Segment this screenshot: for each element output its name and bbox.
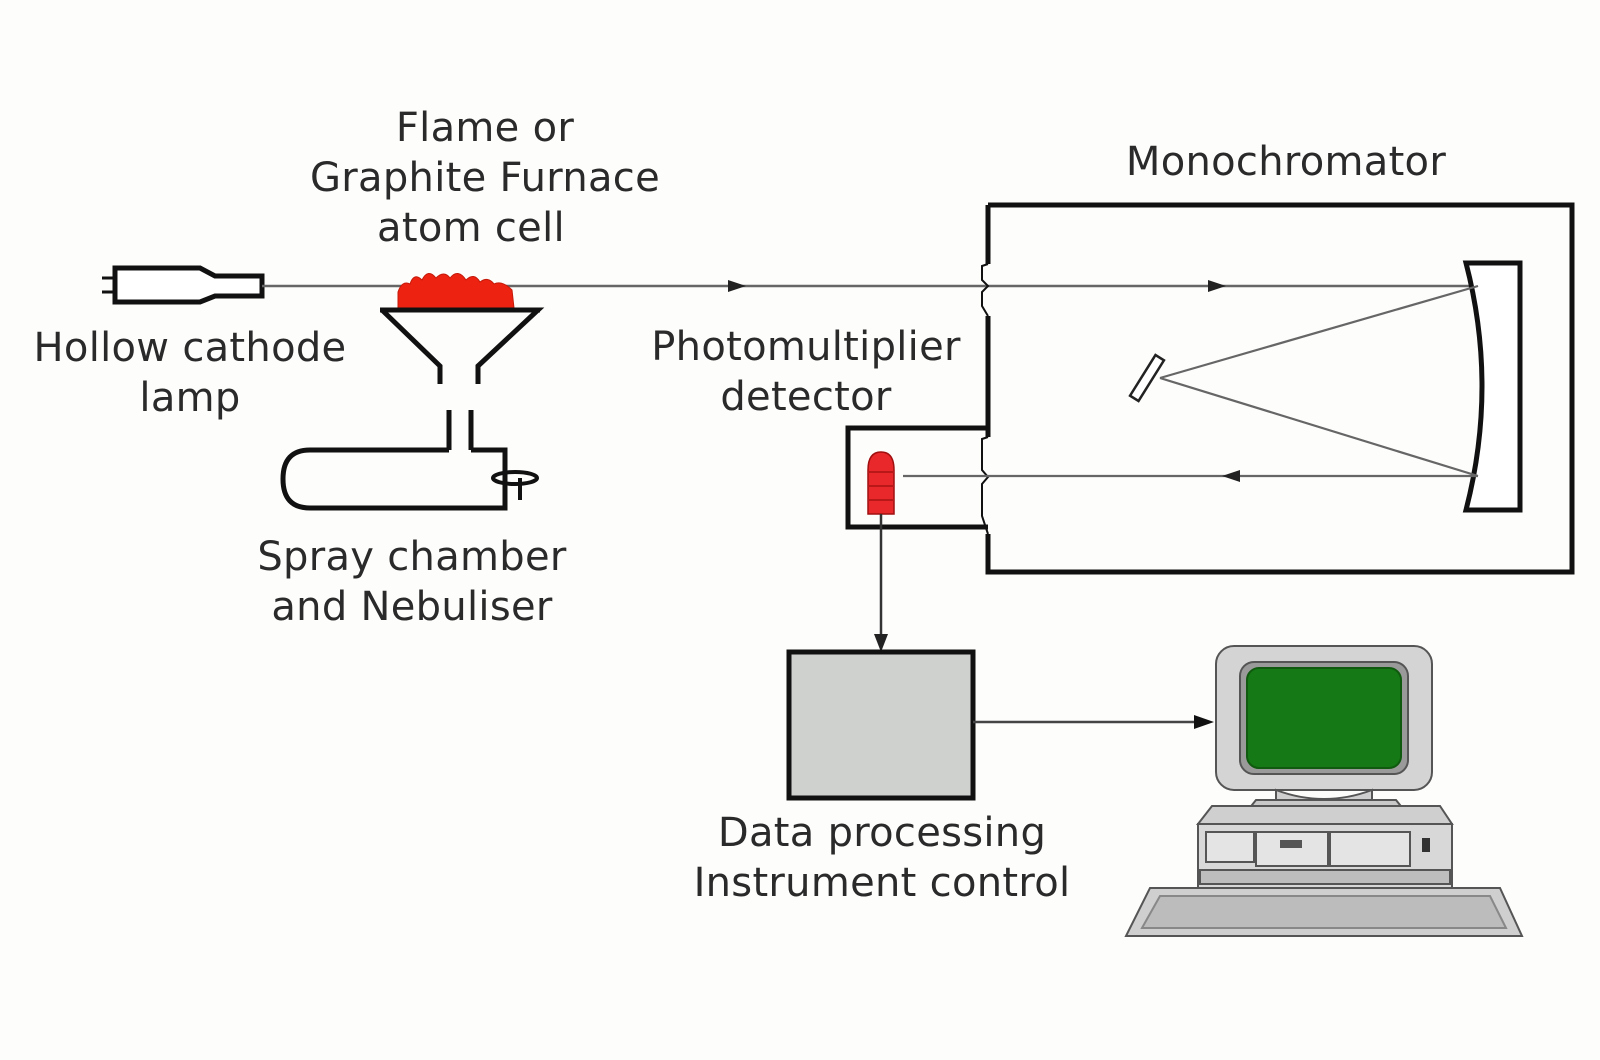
label-photomultiplier: Photomultiplier detector [636,322,976,422]
flame-line-3: atom cell [377,205,565,251]
flame-line-1: Flame or [395,105,575,151]
lamp-line-1: Hollow cathode [33,325,347,371]
data-processing-box [786,649,976,801]
flame-icon [397,273,515,309]
label-data-processing: Data processing Instrument control [672,808,1092,908]
beam-arrow-1 [728,280,746,292]
spray-chamber [280,410,539,511]
concave-mirror [1462,260,1523,513]
internal-rays [903,284,1479,478]
hollow-cathode-lamp [102,265,265,305]
detector-housing [845,425,988,530]
photomultiplier-icon [867,451,895,515]
monochromator-box [981,202,1575,575]
spray-line-1: Spray chamber [257,534,567,580]
pmt-line-2: detector [720,374,892,420]
flame-line-2: Graphite Furnace [310,155,660,201]
computer-icon [1124,645,1524,937]
lamp-line-2: lamp [139,375,241,421]
spray-line-2: and Nebuliser [271,584,553,630]
return-arrow [1222,470,1240,482]
label-spray-chamber: Spray chamber and Nebuliser [244,532,580,632]
label-monochromator: Monochromator [1125,139,1447,185]
burner-funnel [380,307,545,384]
pmt-line-1: Photomultiplier [651,324,961,370]
label-flame: Flame or Graphite Furnace atom cell [290,103,680,253]
data-link-arrow [1194,715,1214,729]
data-line-1: Data processing [717,810,1047,856]
label-hollow-cathode-lamp: Hollow cathode lamp [14,323,366,423]
beam-arrow-2 [1208,280,1226,292]
data-line-2: Instrument control [693,860,1071,906]
diffraction-grating [1128,353,1166,403]
signal-arrow [874,634,888,652]
